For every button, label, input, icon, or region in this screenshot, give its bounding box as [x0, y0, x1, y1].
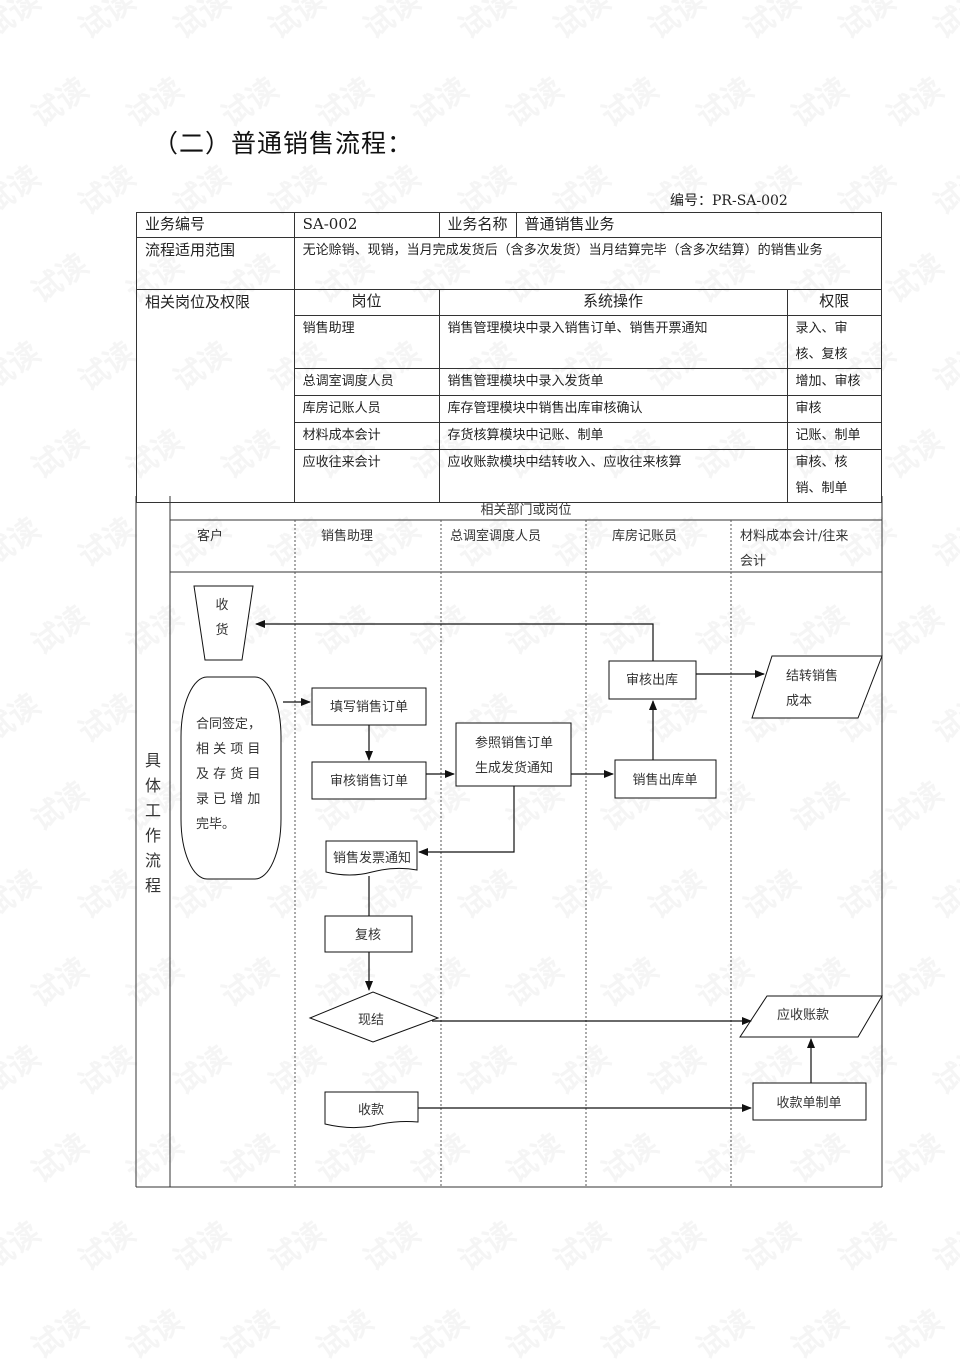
role-permission: 记账、制单	[786, 422, 883, 450]
svg-text:及 存 货 目: 及 存 货 目	[196, 766, 260, 782]
node-review-order: 审核销售订单	[311, 761, 427, 800]
scope-label: 流程适用范围	[136, 237, 295, 290]
svg-text:具: 具	[145, 751, 161, 770]
svg-text:收款单制单: 收款单制单	[776, 1096, 841, 1111]
role-post: 销售助理	[293, 315, 440, 369]
svg-text:现结: 现结	[358, 1013, 384, 1028]
lane-warehouse: 库房记账员	[612, 528, 677, 544]
connectors	[255, 620, 815, 1112]
svg-text:审核销售订单: 审核销售订单	[330, 773, 408, 789]
role-permission: 增加、审核	[786, 368, 883, 396]
roles-label: 相关岗位及权限	[136, 289, 295, 503]
role-operation: 存货核算模块中记账、制单	[438, 422, 788, 450]
scope-value: 无论赊销、现销，当月完成发货后（含多次发货）当月结算完毕（含多次结算）的销售业务	[293, 237, 883, 290]
node-cash-settle: 现结	[308, 991, 440, 1043]
role-operation: 销售管理模块中录入发货单	[438, 368, 788, 396]
lane-sales-assistant: 销售助理	[321, 528, 373, 544]
svg-text:货: 货	[215, 622, 228, 638]
node-outbound-doc: 销售出库单	[614, 759, 717, 799]
page-title: （二）普通销售流程：	[153, 129, 414, 158]
svg-text:完毕。: 完毕。	[196, 817, 235, 832]
svg-text:程: 程	[145, 876, 161, 895]
svg-text:应收账款: 应收账款	[777, 1007, 829, 1023]
biz-name-value: 普通销售业务	[515, 212, 883, 238]
process-table: 业务编号 SA-002 业务名称 普通销售业务 流程适用范围 无论赊销、现销，当…	[136, 212, 883, 503]
svg-text:合同签定，: 合同签定，	[196, 716, 261, 732]
role-operation: 销售管理模块中录入销售订单、销售开票通知	[438, 315, 788, 369]
lane-dispatch: 总调室调度人员	[450, 528, 541, 544]
role-post: 总调室调度人员	[293, 368, 440, 396]
role-operation: 应收账款模块中结转收入、应收往来核算	[438, 449, 788, 503]
node-review-outbound: 审核出库	[608, 660, 697, 700]
svg-text:作: 作	[145, 826, 161, 845]
node-contract: 合同签定， 相 关 项 目及 存 货 目录 已 增 加完毕。	[180, 676, 282, 880]
node-generate-notice: 参照销售订单 生成发货通知	[455, 722, 572, 787]
dept-header: 相关部门或岗位	[480, 503, 571, 518]
role-permission: 审核、核销、制单	[786, 449, 883, 503]
node-receipt-voucher: 收款单制单	[752, 1082, 867, 1121]
node-fill-order: 填写销售订单	[311, 687, 427, 726]
svg-text:审核出库: 审核出库	[626, 672, 678, 688]
svg-text:收: 收	[215, 598, 228, 613]
svg-text:结转销售: 结转销售	[786, 668, 838, 684]
lane-accounting-line2: 会计	[740, 554, 766, 569]
svg-text:相 关 项 目: 相 关 项 目	[196, 742, 260, 757]
flow-frame	[135, 496, 883, 1188]
svg-text:参照销售订单: 参照销售订单	[475, 735, 553, 751]
node-receive-goods: 收 货	[193, 585, 254, 661]
svg-text:流: 流	[145, 851, 161, 870]
svg-text:生成发货通知: 生成发货通知	[475, 760, 553, 776]
role-operation: 库存管理模块中销售出库审核确认	[438, 395, 788, 423]
svg-text:复核: 复核	[355, 928, 381, 943]
document-number: 编号：PR-SA-002	[670, 193, 788, 209]
lane-dividers	[294, 520, 732, 1187]
node-recheck: 复核	[324, 915, 413, 953]
svg-text:填写销售订单: 填写销售订单	[330, 699, 408, 715]
svg-text:工: 工	[145, 801, 161, 820]
lane-customer: 客户	[197, 528, 223, 544]
node-invoice-notice: 销售发票通知	[325, 840, 418, 876]
svg-text:销售发票通知: 销售发票通知	[333, 850, 411, 866]
role-post: 应收往来会计	[293, 449, 440, 503]
svg-text:收款: 收款	[358, 1103, 384, 1118]
svg-text:体: 体	[145, 776, 161, 795]
node-receivable: 应收账款	[739, 995, 883, 1038]
lane-accounting: 材料成本会计/往来	[740, 529, 848, 544]
node-collect: 收款	[324, 1091, 419, 1129]
svg-text:录 已 增 加: 录 已 增 加	[196, 792, 260, 807]
role-permission: 录入、审核、复核	[786, 315, 883, 369]
svg-text:成本: 成本	[786, 694, 812, 709]
node-transfer-cost: 结转销售 成本	[751, 655, 883, 719]
svg-text:销售出库单: 销售出库单	[632, 772, 697, 788]
